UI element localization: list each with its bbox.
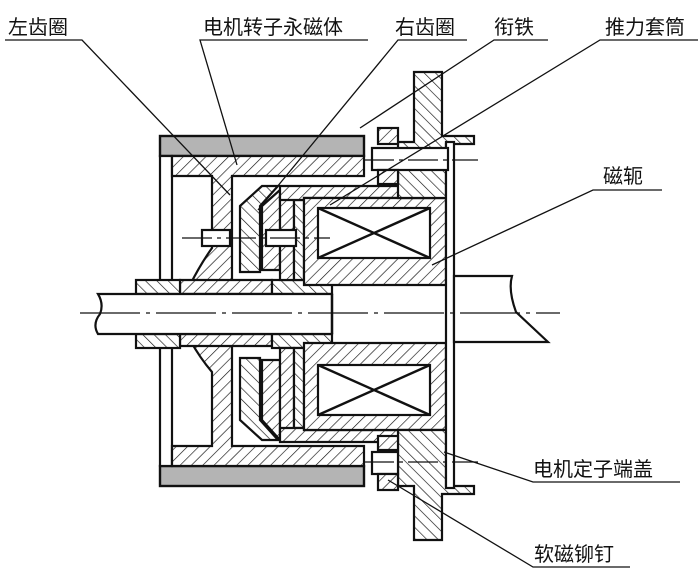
label-yoke: 磁轭 <box>603 164 643 188</box>
label-armature: 衔铁 <box>494 15 534 39</box>
armature-bottom <box>278 346 296 434</box>
rivet-base-top <box>376 168 400 186</box>
armature-plate-bottom <box>292 346 306 430</box>
leader-lines <box>5 39 698 568</box>
shaft-right <box>452 274 551 344</box>
label-thrust-sleeve: 推力套筒 <box>605 15 685 39</box>
leader-stator-end-cover <box>443 451 680 483</box>
soft-magnetic-rivet-top <box>370 146 450 172</box>
left-gear-hub <box>178 278 274 296</box>
left-gear-ring-bottom <box>170 338 366 468</box>
leader-armature <box>359 39 548 129</box>
left-gear-ring-top <box>170 154 366 287</box>
shaft-collar-top <box>134 278 182 296</box>
right-gear-ring-bottom <box>238 356 281 442</box>
leader-right-gear-ring <box>257 39 467 211</box>
rivet-head-top <box>376 126 400 146</box>
shaft-collar-bottom <box>134 332 182 350</box>
rivet-base-bottom <box>376 434 400 452</box>
leader-yoke <box>431 189 662 266</box>
label-soft-magnetic-rivet: 软磁铆钉 <box>534 542 614 566</box>
stator-end-cover-top <box>396 70 476 200</box>
leader-thrust-sleeve <box>329 39 698 206</box>
label-right-gear-ring: 右齿圈 <box>395 15 455 39</box>
rivet-head-bottom <box>376 472 400 492</box>
label-left-gear-ring: 左齿圈 <box>8 15 68 39</box>
coil-bottom-cross-2 <box>317 363 431 417</box>
stator-end-cover-bottom <box>396 428 476 542</box>
leader-soft-magnetic-rivet <box>387 479 630 568</box>
coil-top-cross-2 <box>317 206 431 260</box>
label-rotor-magnet: 电机转子永磁体 <box>203 15 343 39</box>
rotor-magnet-bottom <box>158 464 366 488</box>
end-cover-wall <box>444 140 456 490</box>
label-stator-end-cover: 电机定子端盖 <box>533 457 653 481</box>
shaft-left <box>94 292 334 336</box>
right-gear-ring-top <box>238 184 281 274</box>
leader-rotor-magnet-a <box>199 39 310 166</box>
soft-magnetic-rivet-bottom <box>370 450 400 476</box>
left-gear-hub-lower <box>178 332 274 348</box>
leader-left-gear-ring <box>5 39 231 196</box>
